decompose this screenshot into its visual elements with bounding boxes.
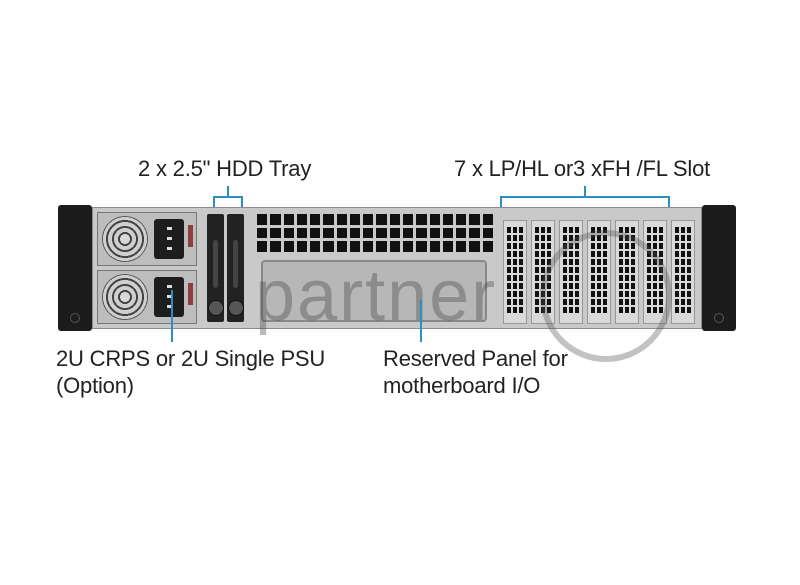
- psu-label-line2: (Option): [56, 373, 134, 398]
- pcie-slot-cover: [503, 220, 527, 324]
- fan-icon: [102, 274, 148, 320]
- tray-release-icon: [208, 300, 224, 316]
- psu-callout-stem: [171, 290, 173, 342]
- hdd-callout-stem: [227, 186, 229, 196]
- tray-release-icon: [228, 300, 244, 316]
- io-label-line1: Reserved Panel for: [383, 346, 568, 371]
- watermark-logo-icon: [540, 230, 672, 362]
- fan-icon: [102, 216, 148, 262]
- pcie-slot-label: 7 x LP/HL or3 xFH /FL Slot: [454, 156, 711, 181]
- left-rack-ear: [58, 205, 92, 331]
- vent-grille: [257, 214, 493, 252]
- io-label-line2: motherboard I/O: [383, 373, 541, 398]
- power-socket-icon: [154, 277, 184, 317]
- pcie-slot-cover: [671, 220, 695, 324]
- watermark-text: partner: [255, 256, 498, 336]
- hdd-tray-label: 2 x 2.5" HDD Tray: [138, 156, 312, 181]
- psu-module-1: [97, 212, 197, 266]
- pcie-callout-stem: [584, 186, 586, 196]
- io-callout-stem: [420, 300, 422, 342]
- power-socket-icon: [154, 219, 184, 259]
- psu-module-2: [97, 270, 197, 324]
- psu-latch: [188, 283, 193, 305]
- screw-icon: [714, 313, 724, 323]
- reserved-io-panel: [261, 260, 487, 322]
- pcie-callout-bracket: [500, 196, 670, 198]
- psu-latch: [188, 225, 193, 247]
- right-rack-ear: [702, 205, 736, 331]
- psu-label-line1: 2U CRPS or 2U Single PSU: [56, 346, 326, 371]
- hdd-callout-bracket: [213, 196, 243, 198]
- screw-icon: [70, 313, 80, 323]
- hdd-tray-2: [227, 214, 244, 322]
- hdd-tray-1: [207, 214, 224, 322]
